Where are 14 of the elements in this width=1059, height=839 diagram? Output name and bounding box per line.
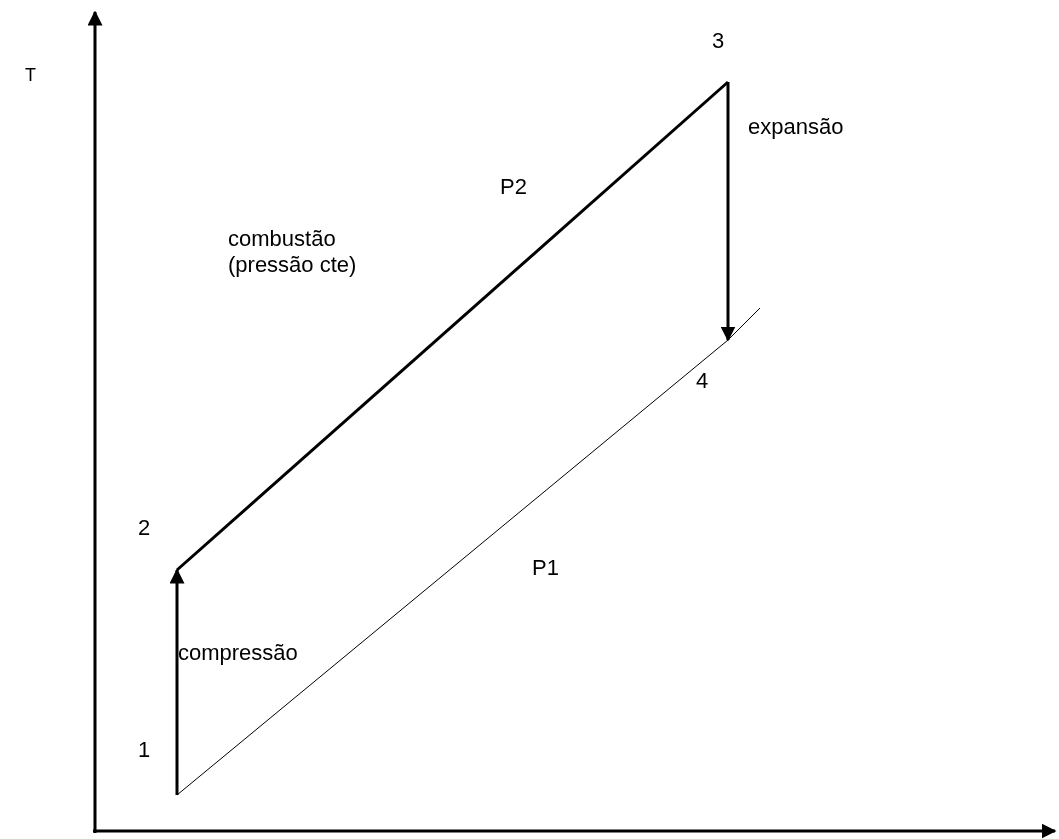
arrow [720,82,736,342]
state-point-label: 3 [712,28,744,82]
axis-label: T [25,64,36,87]
process-line [176,80,729,572]
state-point-label: 4 [696,340,736,392]
pressure-label: P1 [532,555,559,581]
process-line [176,339,729,796]
state-point-label: 1 [138,737,178,795]
arrow [169,568,185,795]
edge-label: combustão (pressão cte) [228,226,358,278]
edge-label: compressão [178,640,299,666]
pressure-label: P2 [500,174,527,200]
state-point-label: 2 [138,515,178,570]
edge-label: expansão [748,114,845,140]
